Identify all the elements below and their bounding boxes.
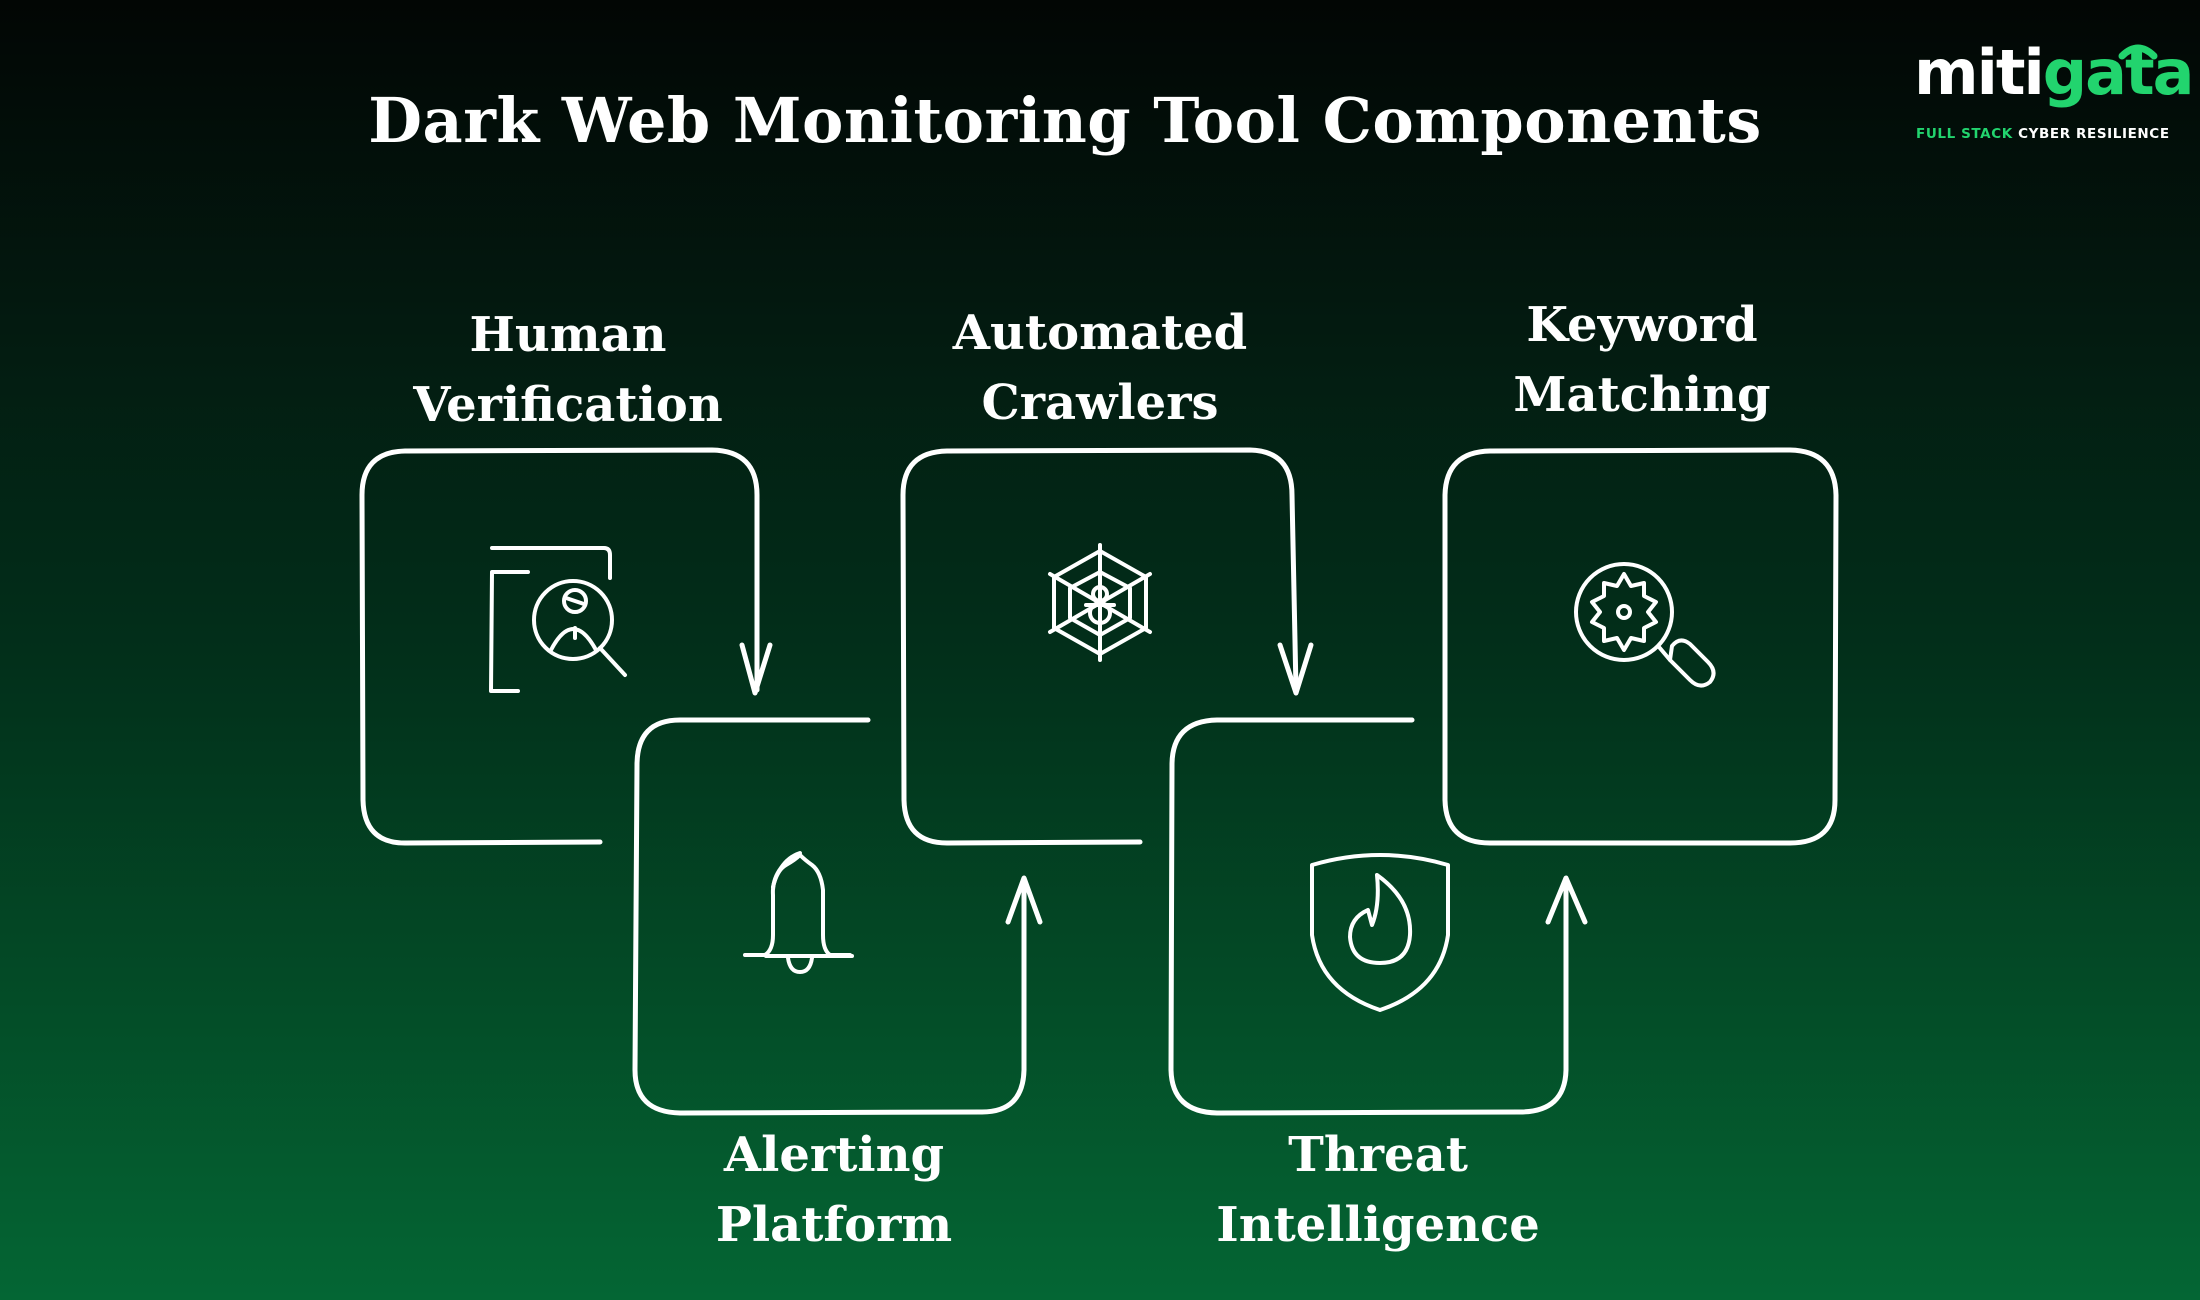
label-line: Matching: [1513, 367, 1771, 423]
page-title: Dark Web Monitoring Tool Components: [368, 84, 1762, 157]
shield-fire-icon: [1310, 853, 1450, 1012]
label-alerting-platform: Alerting Platform: [624, 1120, 1044, 1260]
box-keyword-matching: [1442, 447, 1839, 846]
spider-web-icon: [1048, 543, 1152, 662]
label-line: Automated: [952, 305, 1248, 361]
tagline-white: CYBER RESILIENCE: [2018, 126, 2170, 142]
box-alerting-platform: [632, 717, 1043, 1116]
box-threat-intelligence: [1168, 717, 1588, 1116]
label-line: Threat: [1288, 1127, 1468, 1183]
arrow-down-2: [1277, 642, 1314, 696]
box-human-verification: [359, 447, 773, 846]
label-automated-crawlers: Automated Crawlers: [890, 298, 1310, 438]
box-automated-crawlers: [900, 447, 1314, 846]
logo-word-green: gata: [2042, 36, 2195, 109]
bell-icon: [743, 851, 854, 974]
label-line: Alerting: [723, 1127, 945, 1183]
tagline-green: FULL STACK: [1916, 126, 2013, 142]
gear-search-icon: [1574, 562, 1716, 688]
arrow-up-1: [1005, 875, 1043, 925]
label-line: Platform: [715, 1197, 953, 1253]
arrow-down-1: [739, 642, 773, 696]
label-human-verification: Human Verification: [358, 300, 778, 440]
label-line: Keyword: [1526, 297, 1758, 353]
person-search-icon: [489, 546, 627, 693]
label-threat-intelligence: Threat Intelligence: [1168, 1120, 1588, 1260]
mitigata-logo: mitigata FULL STACK CYBER RESILIENCE: [1910, 36, 2194, 146]
label-line: Intelligence: [1216, 1197, 1540, 1253]
logo-wordmark: mitigata: [1914, 42, 2194, 104]
label-line: Human: [469, 307, 667, 363]
logo-tagline: FULL STACK CYBER RESILIENCE: [1916, 126, 2170, 142]
label-keyword-matching: Keyword Matching: [1432, 290, 1852, 430]
arrow-up-2: [1545, 875, 1588, 925]
signal-arc-icon: [2118, 44, 2158, 60]
label-line: Verification: [413, 377, 723, 433]
logo-word-white: miti: [1914, 36, 2045, 109]
label-line: Crawlers: [981, 375, 1219, 431]
